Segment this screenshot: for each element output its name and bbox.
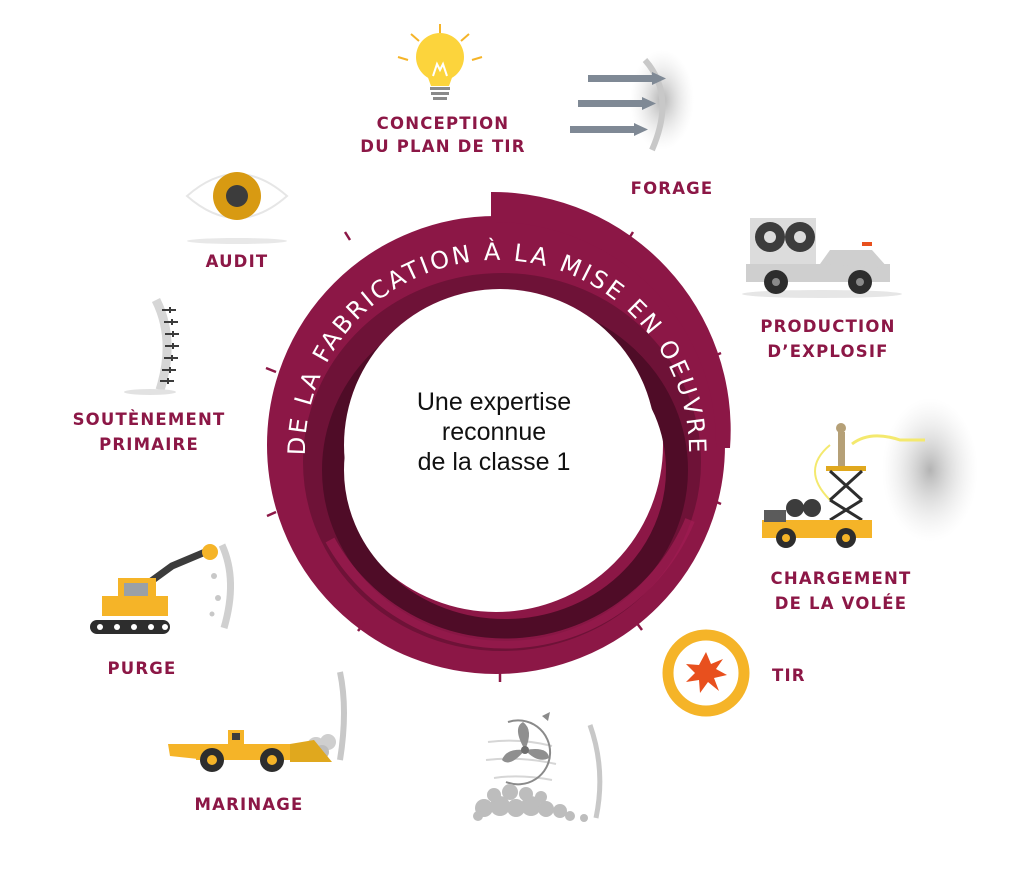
label-soutenement-line-2: PRIMAIRE [99,435,199,454]
eye-icon [185,172,289,244]
label-production-line-1: PRODUCTION [760,317,895,336]
ring-highlight [325,518,695,649]
step-tir: TIR [662,629,806,717]
label-forage: FORAGE [631,179,714,198]
ring-tick [711,351,722,359]
ring-tick [711,498,722,506]
lightbulb-icon [397,24,483,100]
scaling-machine-icon [90,543,234,634]
step-conception: CONCEPTION DU PLAN DE TIR [360,24,525,156]
step-forage: FORAGE [570,50,714,198]
loader-icon [168,671,347,772]
label-chargement-line-1: CHARGEMENT [771,569,912,588]
center-line-1: Une expertise [417,388,571,416]
step-purge: PURGE [90,543,234,678]
ring-tick [266,510,277,518]
step-production: PRODUCTION D’EXPLOSIF [742,218,902,361]
blast-icon [662,629,750,717]
ring-center [344,289,656,601]
label-chargement-line-2: DE LA VOLÉE [775,594,908,613]
label-audit: AUDIT [206,252,269,271]
charging-platform-icon [762,398,978,548]
ventilation-fan-icon [473,712,603,822]
step-ventilation [473,712,603,822]
drill-rods-icon [570,50,694,152]
center-line-3: de la classe 1 [418,448,571,476]
ring-tick [343,231,352,241]
step-chargement: CHARGEMENT DE LA VOLÉE [762,398,978,613]
label-tir: TIR [772,666,806,685]
label-conception-line-2: DU PLAN DE TIR [360,137,525,156]
step-audit: AUDIT [185,172,289,271]
central-ring: DE LA FABRICATION À LA MISE EN OEUVRE Un… [265,191,731,682]
label-conception-line-1: CONCEPTION [377,114,510,133]
ring-tick [626,231,635,241]
step-soutenement: SOUTÈNEMENT PRIMAIRE [73,297,226,454]
ring-start-tab [491,191,731,448]
label-purge: PURGE [107,659,176,678]
label-marinage: MARINAGE [194,795,303,814]
center-line-2: reconnue [442,418,546,446]
ring-ticks [265,231,722,682]
ring-tick [635,621,643,631]
rock-bolts-icon [124,297,179,395]
ring-tick [265,366,277,374]
label-production-line-2: D’EXPLOSIF [767,342,888,361]
step-marinage: MARINAGE [168,671,347,814]
ring-tick [357,622,365,632]
explosive-truck-icon [742,218,902,298]
label-soutenement-line-1: SOUTÈNEMENT [73,410,226,429]
